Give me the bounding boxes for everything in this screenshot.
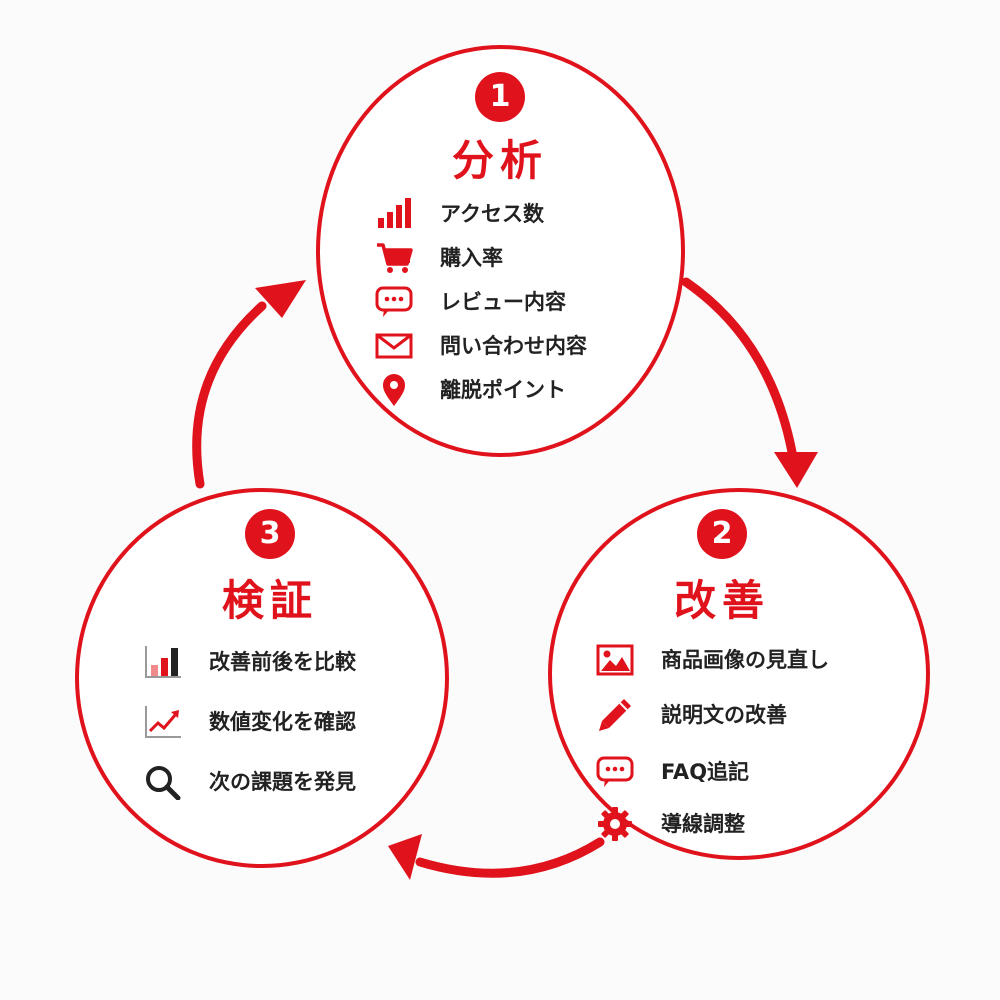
speech-bubble-icon <box>374 284 414 320</box>
step-3-title: 検証 <box>221 576 318 625</box>
step-1-item-label: レビュー内容 <box>440 290 566 314</box>
step-1-title: 分析 <box>451 136 548 185</box>
step-2-item-label: 導線調整 <box>661 812 745 836</box>
step-1-item-label: 離脱ポイント <box>440 378 566 402</box>
bar-comparison-icon <box>143 644 183 680</box>
step-2-number-badge: 2 <box>697 509 747 559</box>
bar-chart-icon <box>374 196 414 232</box>
step-3-item-label: 数値変化を確認 <box>209 710 356 734</box>
map-pin-icon <box>374 372 414 408</box>
magnifier-icon <box>143 764 183 800</box>
step-1-item-label: 問い合わせ内容 <box>440 334 587 358</box>
envelope-icon <box>374 328 414 364</box>
step-2-item-label: 商品画像の見直し <box>661 648 829 672</box>
step-3-item-label: 次の課題を発見 <box>209 770 356 794</box>
step-3-number-badge: 3 <box>245 509 295 559</box>
image-icon <box>595 642 635 678</box>
arrow-step1-to-step2 <box>681 277 797 457</box>
step-1-item-label: アクセス数 <box>440 202 544 226</box>
step-2-title: 改善 <box>673 576 770 625</box>
speech-bubble-icon <box>595 754 635 790</box>
arrow-head-step3-to-step1 <box>255 280 306 318</box>
arrow-step3-to-step1 <box>192 301 267 489</box>
gear-icon <box>595 806 635 842</box>
arrow-head-step2-to-step3 <box>388 834 422 880</box>
arrow-step2-to-step3 <box>415 837 605 878</box>
step-3-item-label: 改善前後を比較 <box>209 650 356 674</box>
step-2-item-label: FAQ追記 <box>661 760 750 784</box>
step-2-item-label: 説明文の改善 <box>661 703 787 727</box>
pencil-icon <box>595 697 635 733</box>
arrow-head-step1-to-step2 <box>774 452 818 488</box>
step-1-number-badge: 1 <box>475 72 525 122</box>
shopping-cart-icon <box>374 240 414 276</box>
step-1-item-label: 購入率 <box>440 246 503 270</box>
trend-line-icon <box>143 704 183 740</box>
